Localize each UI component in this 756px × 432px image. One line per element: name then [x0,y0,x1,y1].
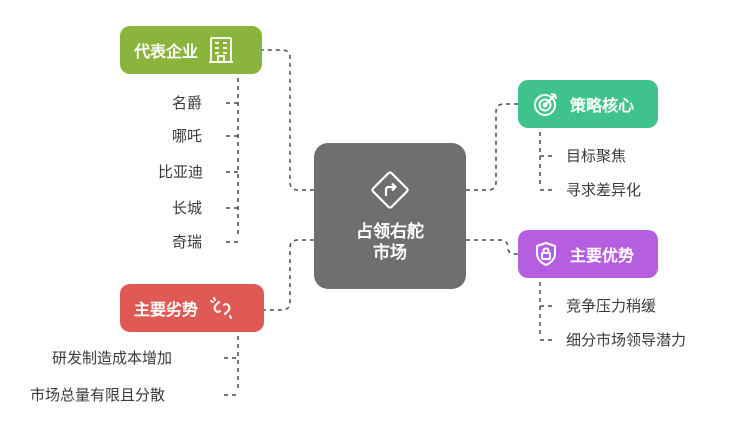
company-item-byd: 比亚迪 [158,163,204,181]
company-item-neta: 哪吒 [172,127,203,145]
main-disadvantages-label: 主要劣势 [134,300,199,319]
main-advantages-label: 主要优势 [570,246,635,265]
strategy-item-differentiation: 寻求差异化 [566,181,642,199]
center-title-line2: 市场 [373,243,407,263]
strategy-item-focus: 目标聚焦 [566,147,627,165]
disadvantage-item-cost: 研发制造成本增加 [52,349,173,367]
broken-link-icon [208,294,236,322]
lock-shield-icon [532,240,560,268]
strategy-core-label: 策略核心 [570,96,635,115]
disadvantage-item-market: 市场总量有限且分散 [30,386,166,404]
center-title-line1: 占领右舵 [356,222,424,242]
representative-companies-node: 代表企业 [120,26,262,74]
company-item-mg: 名爵 [172,94,203,112]
main-advantages-node: 主要优势 [518,230,658,278]
center-node: 占领右舵 市场 [314,143,466,289]
advantage-item-leadership: 细分市场领导潜力 [566,331,687,349]
company-item-great-wall: 长城 [172,199,203,217]
advantage-item-competition: 竞争压力稍缓 [566,297,657,315]
company-item-chery: 奇瑞 [172,233,203,251]
strategy-core-node: 策略核心 [518,80,658,128]
building-icon [208,35,234,65]
turn-right-diamond-icon [368,168,412,216]
main-disadvantages-node: 主要劣势 [120,284,264,332]
representative-companies-label: 代表企业 [134,42,199,61]
target-icon [532,90,560,118]
